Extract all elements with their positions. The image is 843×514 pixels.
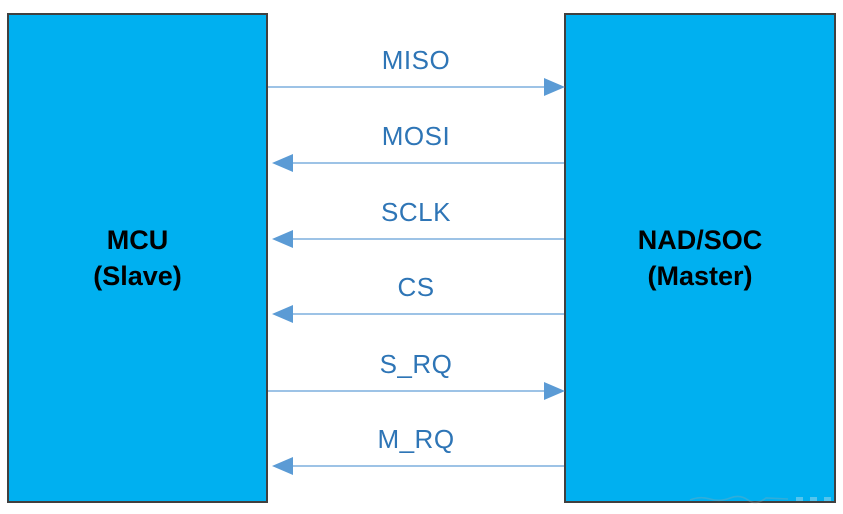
nad-soc-master-block: NAD/SOC (Master) <box>564 13 836 503</box>
arrowhead-icon <box>272 305 293 323</box>
arrow-shaft <box>284 465 564 467</box>
arrow-shaft <box>284 238 564 240</box>
nad-soc-block-subtitle: (Master) <box>647 261 753 291</box>
signal-row-m-rq: M_RQ <box>268 424 564 476</box>
signal-row-cs: CS <box>268 272 564 324</box>
nad-soc-block-title: NAD/SOC <box>637 224 763 255</box>
mcu-block-subtitle: (Slave) <box>93 261 182 291</box>
arrow-s-rq <box>268 381 565 401</box>
arrowhead-icon <box>272 230 293 248</box>
arrow-cs <box>268 304 564 324</box>
signal-row-s-rq: S_RQ <box>268 349 565 401</box>
mcu-slave-block: MCU (Slave) <box>7 13 268 503</box>
mcu-block-title: MCU <box>106 224 169 255</box>
arrow-miso <box>268 77 565 97</box>
signal-row-mosi: MOSI <box>268 121 564 173</box>
signal-label-s-rq: S_RQ <box>379 349 453 379</box>
arrowhead-icon <box>544 78 565 96</box>
arrowhead-icon <box>544 382 565 400</box>
nad-soc-master-block-label: NAD/SOC (Master) <box>638 222 763 295</box>
signal-label-cs: CS <box>397 272 435 302</box>
arrow-sclk <box>268 229 564 249</box>
arrow-shaft <box>268 86 548 88</box>
arrow-shaft <box>284 162 564 164</box>
arrow-shaft <box>284 313 564 315</box>
signal-label-mosi: MOSI <box>381 121 451 151</box>
arrow-mosi <box>268 153 564 173</box>
arrow-shaft <box>268 390 548 392</box>
signal-row-sclk: SCLK <box>268 197 564 249</box>
arrowhead-icon <box>272 457 293 475</box>
signal-row-miso: MISO <box>268 45 565 97</box>
signal-label-sclk: SCLK <box>381 197 451 227</box>
mcu-slave-block-label: MCU (Slave) <box>93 222 182 295</box>
arrow-m-rq <box>268 456 564 476</box>
signal-label-m-rq: M_RQ <box>377 424 455 454</box>
arrowhead-icon <box>272 154 293 172</box>
signal-label-miso: MISO <box>381 45 451 75</box>
